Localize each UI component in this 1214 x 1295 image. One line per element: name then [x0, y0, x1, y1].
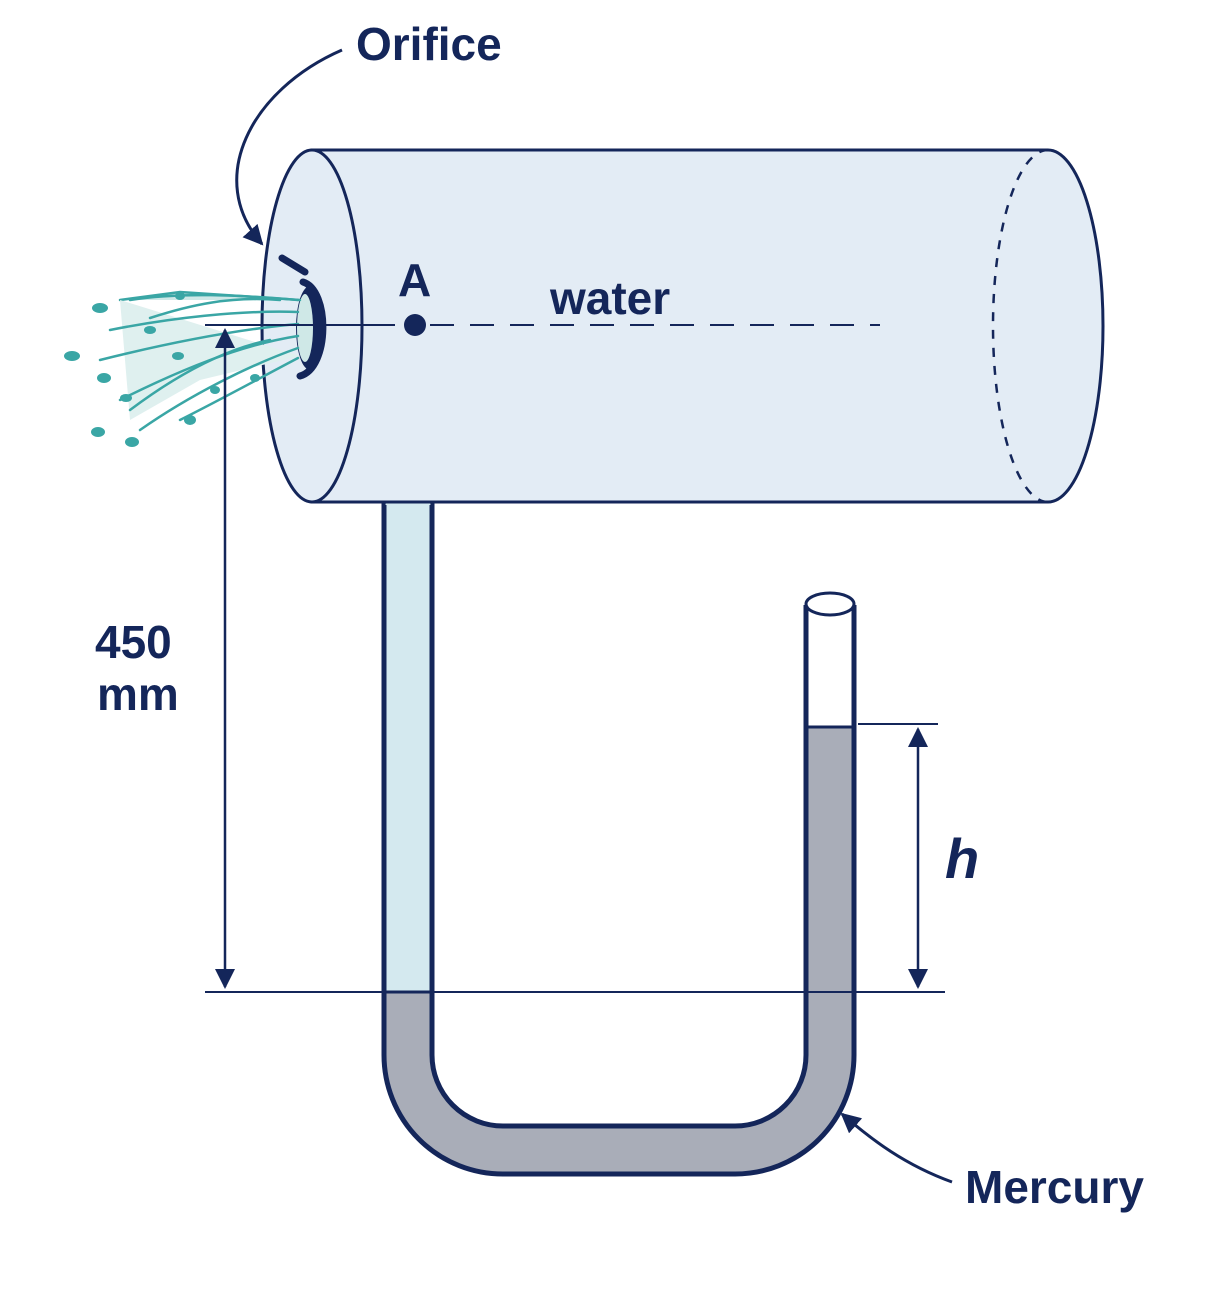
- centreline: [205, 314, 880, 336]
- orifice-leader-arrow: [235, 48, 343, 246]
- point-a-label: A: [398, 254, 431, 306]
- mercury-column: [386, 727, 852, 1172]
- orifice-label: Orifice: [356, 18, 502, 70]
- mercury-leader-arrow: [840, 1112, 953, 1184]
- right-leg-open-top: [804, 591, 856, 617]
- orifice-jet-core: [297, 294, 313, 362]
- u-tube-manometer: [381, 481, 857, 1177]
- u-tube-outline: [381, 500, 857, 1177]
- tank-body: [310, 148, 1105, 504]
- point-a-marker: [404, 314, 426, 336]
- water-jet: [64, 290, 302, 447]
- orifice: [278, 254, 327, 380]
- water-label: water: [549, 272, 670, 324]
- dimension-value-label: 450: [95, 616, 172, 668]
- mercury-label: Mercury: [965, 1161, 1144, 1213]
- dimensions: [205, 328, 945, 993]
- dimension-unit-label: mm: [97, 668, 179, 720]
- h-label: h: [945, 827, 979, 890]
